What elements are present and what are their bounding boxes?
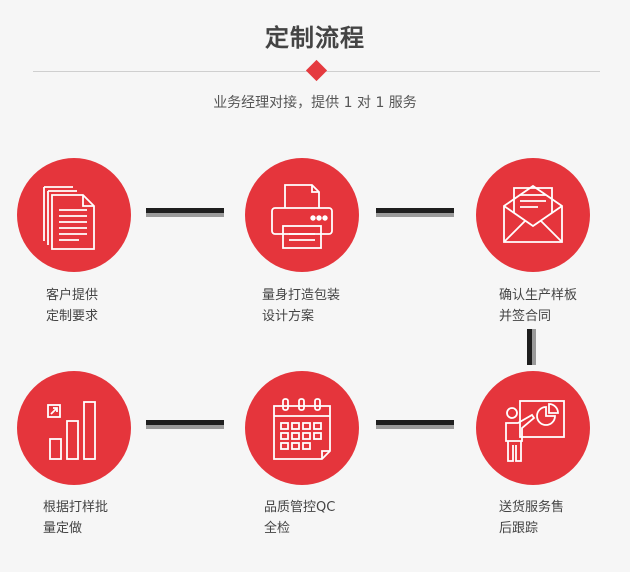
step-5-line2: 全检 [264, 521, 291, 536]
step-4-line1: 根据打样批 [43, 500, 109, 515]
step-1-line2: 定制要求 [46, 309, 99, 324]
step-6-line2: 后跟踪 [499, 521, 539, 536]
step-3-label: 确认生产样板 并签合同 [499, 285, 577, 327]
step-5-line1: 品质管控QC [264, 500, 336, 515]
step-2-line2: 设计方案 [262, 309, 315, 324]
step-3-circle [476, 158, 590, 272]
page-title: 定制流程 [265, 24, 365, 52]
bar-chart-icon [47, 401, 96, 460]
step-2-circle [245, 158, 359, 272]
documents-icon [43, 186, 95, 250]
divider-diamond [305, 59, 328, 82]
step-2-label: 量身打造包装 设计方案 [262, 285, 340, 327]
step-2-line1: 量身打造包装 [262, 288, 341, 303]
step-1-line1: 客户提供 [46, 288, 99, 303]
step-5-circle [245, 371, 359, 485]
connector-2-3 [376, 208, 454, 217]
step-6-label: 送货服务售 后跟踪 [499, 497, 564, 539]
presentation-icon [505, 400, 565, 462]
step-5-label: 品质管控QC 全检 [264, 497, 335, 539]
step-6-circle [476, 371, 590, 485]
step-4-line2: 量定做 [43, 521, 83, 536]
step-6-line1: 送货服务售 [499, 500, 565, 515]
step-1-label: 客户提供 定制要求 [46, 285, 98, 327]
connector-3-6 [527, 329, 536, 365]
envelope-icon [503, 184, 563, 243]
printer-icon [271, 184, 333, 249]
page-subtitle: 业务经理对接，提供 1 对 1 服务 [213, 95, 417, 111]
step-3-line2: 并签合同 [499, 309, 552, 324]
step-1-circle [17, 158, 131, 272]
calendar-icon [273, 398, 331, 460]
connector-4-5 [146, 420, 224, 429]
connector-5-6 [376, 420, 454, 429]
step-4-circle [17, 371, 131, 485]
connector-1-2 [146, 208, 224, 217]
step-3-line1: 确认生产样板 [499, 288, 578, 303]
step-4-label: 根据打样批 量定做 [43, 497, 108, 539]
